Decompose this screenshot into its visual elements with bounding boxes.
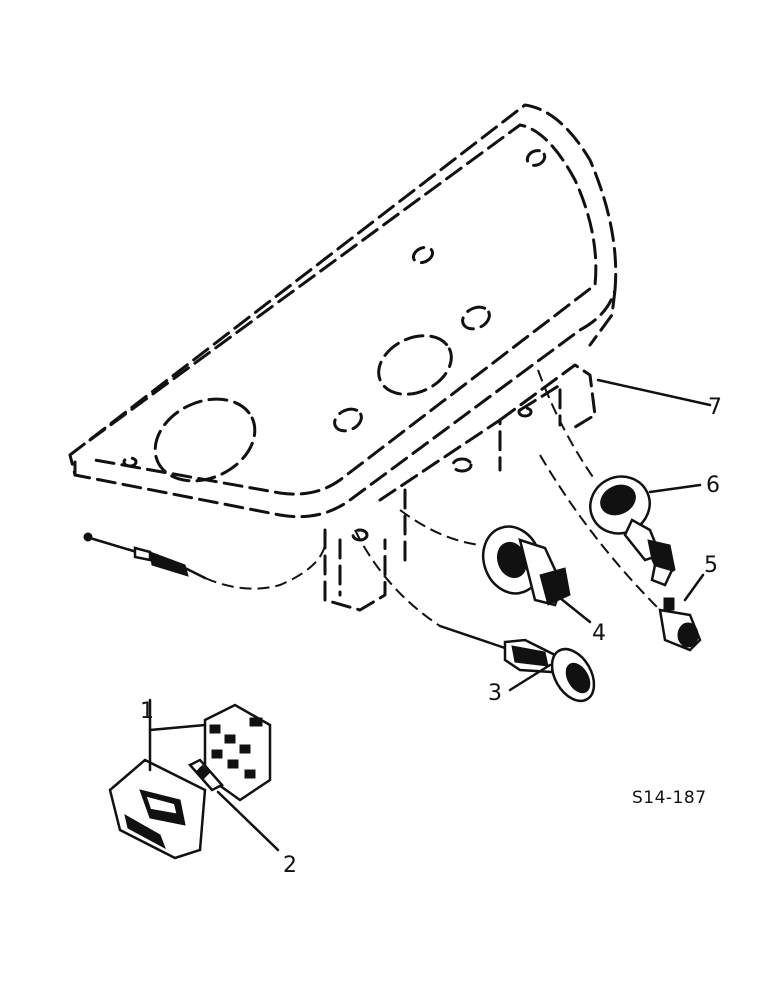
callout-labels: 1 2 3 4 5 6 7: [140, 395, 722, 878]
instrument-panel: [68, 103, 618, 612]
leader-lines: [148, 378, 712, 852]
medium-gauge-hole: [377, 334, 453, 396]
callout-2: 2: [283, 853, 297, 878]
callout-7: 7: [708, 395, 722, 420]
part-1-fuse-block: [108, 703, 272, 860]
reference-code: S14-187: [632, 788, 707, 808]
part-6-ignition-switch: [537, 369, 676, 587]
callout-4: 4: [592, 621, 606, 646]
part-5-lamp: [539, 454, 702, 652]
callout-5: 5: [704, 553, 718, 578]
tachometer-cable: [83, 532, 326, 590]
large-gauge-hole: [153, 397, 257, 483]
part-2-fuse: [187, 758, 225, 792]
part-4-switch: [399, 509, 571, 607]
callout-6: 6: [706, 473, 720, 498]
part-3-lighter: [354, 529, 596, 703]
callout-1: 1: [140, 699, 154, 724]
callout-3: 3: [488, 681, 502, 706]
